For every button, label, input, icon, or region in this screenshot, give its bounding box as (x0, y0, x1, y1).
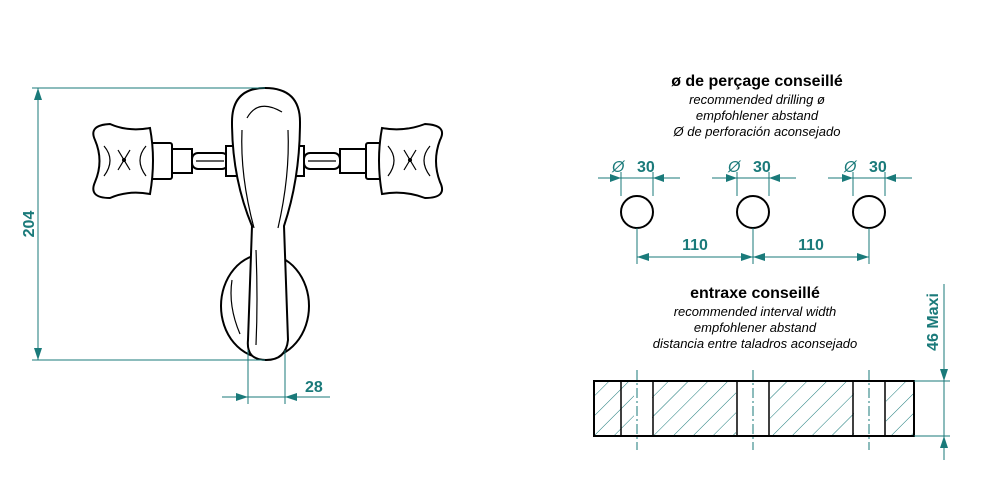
left-handle (92, 122, 154, 200)
spout-dim-label: 28 (305, 379, 323, 396)
drill-hole: Ø 30 (712, 159, 796, 229)
height-dimension: 204 (21, 87, 265, 361)
wall-section (593, 370, 915, 450)
drilling-line-es: Ø de perforación aconsejado (673, 124, 841, 139)
height-dim-label: 204 (21, 211, 38, 238)
spacing-dimension: 110 110 (636, 228, 870, 264)
spout-body (230, 86, 302, 362)
spacing-label: 110 (798, 237, 824, 254)
drilling-title: ø de perçage conseillé (671, 73, 843, 90)
hole-symbol: Ø (843, 159, 858, 176)
hole-diameter-label: 30 (637, 159, 655, 176)
right-connector (291, 142, 383, 180)
drill-hole: Ø 30 (598, 159, 680, 229)
hole-symbol: Ø (727, 159, 742, 176)
drill-hole: Ø 30 (828, 159, 912, 229)
depth-dimension: 46 Maxi (914, 284, 950, 460)
drilling-section: ø de perçage conseillé recommended drill… (598, 73, 912, 264)
interval-line-en: recommended interval width (674, 304, 837, 319)
right-handle (378, 122, 444, 200)
interval-section: entraxe conseillé recommended interval w… (593, 284, 950, 460)
drilling-line-de: empfohlener abstand (696, 108, 819, 123)
spacing-label: 110 (682, 237, 708, 254)
interval-line-de: empfohlener abstand (694, 320, 817, 335)
left-connector (149, 142, 239, 180)
hole-diameter-label: 30 (869, 159, 887, 176)
depth-dim-label: 46 Maxi (925, 293, 942, 351)
hole-symbol: Ø (611, 159, 626, 176)
interval-line-es: distancia entre taladros aconsejado (653, 336, 858, 351)
interval-title: entraxe conseillé (690, 285, 820, 302)
spout-dimension: 28 (222, 350, 330, 404)
drilling-line-en: recommended drilling ø (689, 92, 825, 107)
hole-diameter-label: 30 (753, 159, 771, 176)
faucet-drawing (92, 86, 444, 362)
